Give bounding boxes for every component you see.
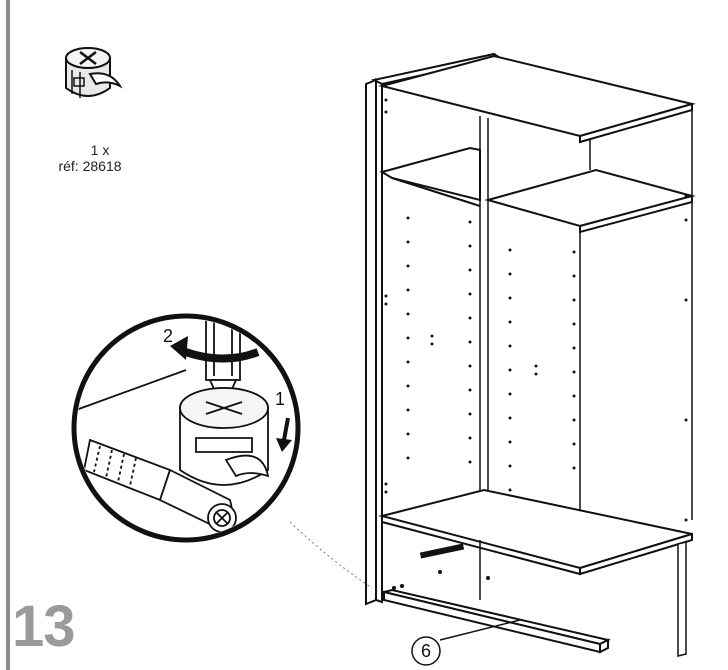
wardrobe-bottom-panel [378, 488, 693, 576]
shelf-pin-holes [384, 98, 688, 522]
part-reference: réf: 28618 [58, 158, 122, 174]
bottom-fittings [392, 543, 490, 590]
cam-lock-fitting-icon [65, 47, 123, 98]
rotate-arrow-icon [178, 346, 260, 363]
callout-pointer [439, 619, 521, 641]
detail-step-1-label: 1 [275, 389, 286, 409]
wardrobe-top-panel [378, 54, 696, 144]
wardrobe-back-panel [381, 86, 693, 540]
detail-step-2-label: 2 [163, 326, 174, 346]
right-shelf [484, 168, 696, 234]
wardrobe-side-panel [365, 52, 503, 606]
detail-leader-line [289, 521, 373, 589]
callout-part-label: 6 [420, 641, 431, 661]
wardrobe-plinth [479, 540, 687, 657]
page-margin-rule [6, 0, 10, 670]
part-quantity: 1 x [90, 142, 110, 158]
plinth-board [383, 588, 611, 654]
detail-zoom-circle [71, 313, 301, 543]
step-number: 13 [12, 594, 76, 659]
left-shelf [379, 146, 481, 207]
push-arrow-icon [282, 417, 290, 441]
callout-circle [411, 636, 441, 666]
